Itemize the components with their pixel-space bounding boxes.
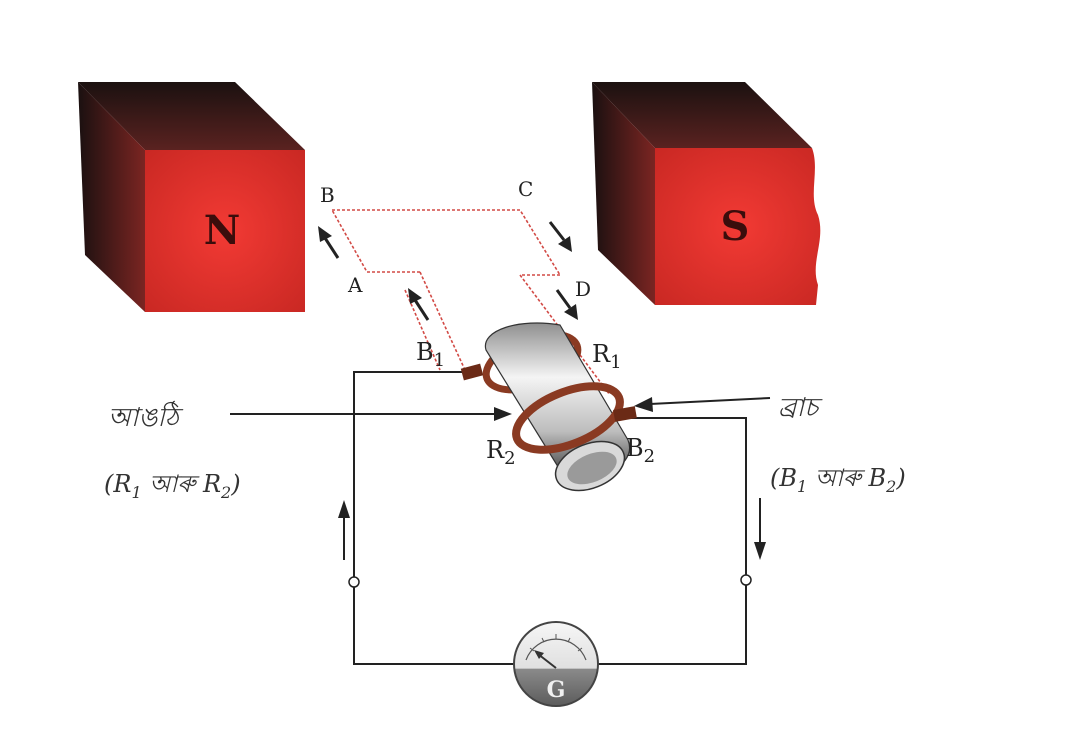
north-magnet-front-face — [145, 150, 305, 312]
coil-corner-b-label: B — [320, 183, 335, 207]
slip-ring-r2 — [512, 382, 624, 454]
galvanometer-scale-icon — [525, 638, 587, 661]
current-arrow-up-icon — [338, 500, 350, 560]
wire-right-lower — [598, 584, 747, 665]
arrow-down-right-d-icon — [555, 289, 578, 320]
label-b1: B1 — [416, 338, 445, 371]
galvanometer-body — [513, 621, 599, 707]
wire-left-lower — [353, 586, 515, 665]
galvanometer-ticks — [529, 634, 583, 652]
terminal-right — [740, 574, 752, 586]
slip-ring-assembly — [460, 322, 637, 492]
south-magnet: S — [592, 82, 821, 305]
label-b2: B2 — [626, 434, 655, 467]
south-pole-label: S — [721, 203, 750, 250]
north-magnet-top-face — [78, 82, 305, 150]
arrow-up-left-a-icon — [408, 288, 430, 321]
coil-corner-c-label: C — [518, 177, 533, 201]
coil-lead-a2 — [404, 289, 441, 371]
rings-pointer — [230, 407, 512, 421]
label-r1: R1 — [592, 340, 622, 373]
north-magnet-side-face — [78, 82, 145, 312]
wire-left — [353, 371, 470, 578]
brush-b1 — [460, 363, 484, 381]
south-magnet-top-face — [592, 82, 812, 148]
external-circuit — [353, 371, 747, 665]
current-arrow-down-icon — [754, 498, 766, 560]
label-r2: R2 — [486, 436, 516, 469]
south-magnet-front-face — [655, 148, 821, 305]
coil-motion-arrows — [318, 221, 578, 321]
rings-annotation-paren: (R1 আৰু R2) — [104, 470, 241, 502]
coil-lead-a — [419, 271, 466, 371]
galvanometer: G — [513, 621, 599, 707]
rings-annotation: আঙঠি — [108, 400, 184, 433]
galvanometer-label: G — [547, 677, 566, 703]
coil-edge-ab — [331, 209, 420, 273]
arrow-up-left-b-icon — [318, 226, 340, 259]
coil-corner-d-label: D — [575, 277, 591, 301]
terminal-left — [348, 576, 360, 588]
rotor-drum-bore — [567, 451, 617, 485]
galvanometer-needle-icon — [534, 650, 557, 669]
north-pole-label: N — [204, 207, 241, 254]
brush-annotation: ব্ৰাচ — [778, 393, 823, 423]
north-magnet: N — [78, 82, 305, 312]
wire-right — [630, 417, 747, 576]
arrow-down-right-c-icon — [548, 221, 572, 252]
brush-b2 — [613, 406, 637, 422]
coil-edge-bc — [332, 209, 561, 276]
brush-annotation-paren: (B1 আৰু B2) — [770, 464, 906, 496]
brush-pointer — [634, 397, 771, 412]
south-magnet-side-face — [592, 82, 655, 305]
coil-corner-a-label: A — [347, 273, 363, 297]
